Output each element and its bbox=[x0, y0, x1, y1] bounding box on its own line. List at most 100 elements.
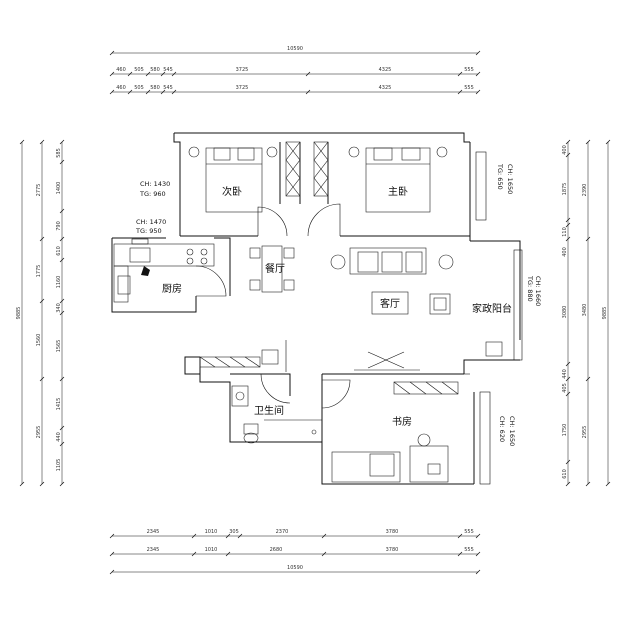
right-inner-9: 610 bbox=[562, 469, 568, 479]
note-tg650: TG: 650 bbox=[496, 163, 504, 190]
bottom2-dim-2: 1010 bbox=[205, 547, 218, 553]
sofa bbox=[349, 247, 427, 275]
top-dim-3: 580 bbox=[150, 67, 160, 73]
bottom2-dim-5: 555 bbox=[464, 547, 474, 553]
walls bbox=[111, 132, 523, 485]
bottom2-dim-3: 2680 bbox=[270, 547, 283, 553]
room-kitchen: 厨房 bbox=[162, 282, 182, 295]
top-dim-5: 3725 bbox=[236, 67, 249, 73]
right-inner-5: 3080 bbox=[562, 306, 568, 319]
left-inner-2: 1400 bbox=[56, 182, 62, 195]
right-inner-2: 1875 bbox=[562, 183, 568, 196]
left-dim-3: 1560 bbox=[36, 334, 42, 347]
master-bed-icon bbox=[365, 147, 431, 213]
left-total-dim: 9885 bbox=[16, 307, 22, 320]
top-dim-1: 460 bbox=[116, 67, 126, 73]
room-second-bedroom: 次卧 bbox=[222, 185, 242, 198]
living-room: 客厅 bbox=[330, 247, 454, 315]
note-tg950: TG: 950 bbox=[135, 227, 162, 235]
left-dim-4: 2955 bbox=[36, 426, 42, 439]
right-dim-1: 2390 bbox=[582, 184, 588, 197]
top2-dim-5: 3725 bbox=[236, 85, 249, 91]
room-master-bedroom: 主卧 bbox=[388, 185, 408, 198]
room-balcony: 家政阳台 bbox=[472, 302, 512, 315]
right-dimensions: 400 1875 110 400 3080 440 405 1750 610 2… bbox=[562, 139, 611, 487]
coffee-table bbox=[371, 291, 409, 315]
dining-table bbox=[261, 245, 283, 293]
top-dim-6: 4325 bbox=[379, 67, 392, 73]
left-inner-10: 1105 bbox=[56, 459, 62, 472]
kitchen-appliance-icon bbox=[141, 266, 150, 276]
bottom-dimensions: 2345 1010 305 2370 3780 555 2345 1010 26… bbox=[109, 529, 481, 575]
right-total-dim: 9885 bbox=[602, 307, 608, 320]
top-dim-7: 555 bbox=[464, 67, 474, 73]
armchair bbox=[429, 293, 451, 315]
right-dim-3: 2955 bbox=[582, 426, 588, 439]
right-inner-6: 440 bbox=[562, 369, 568, 379]
toilet-icon bbox=[243, 423, 259, 435]
dining-area: 餐厅 bbox=[249, 245, 295, 293]
note-ch1470: CH: 1470 bbox=[136, 218, 166, 226]
balcony: 家政阳台 bbox=[472, 302, 512, 357]
bottom-dim-6: 555 bbox=[464, 529, 474, 535]
top-total-dim: 10590 bbox=[287, 46, 303, 52]
top-dim-4: 545 bbox=[163, 67, 173, 73]
nightstand-icon bbox=[348, 146, 360, 158]
bottom-dim-1: 2345 bbox=[147, 529, 160, 535]
kitchen-counter bbox=[113, 243, 215, 267]
bottom2-dim-1: 2345 bbox=[147, 547, 160, 553]
bottom-dim-3: 305 bbox=[229, 529, 239, 535]
note-ch1660: CH: 1660 bbox=[534, 276, 542, 306]
second-bedroom: 次卧 bbox=[188, 146, 278, 213]
nightstand-icon bbox=[436, 146, 448, 158]
bottom2-dim-4: 3780 bbox=[386, 547, 399, 553]
right-dim-2: 3480 bbox=[582, 304, 588, 317]
right-inner-4: 400 bbox=[562, 247, 568, 257]
top2-dim-3: 580 bbox=[150, 85, 160, 91]
hall-cabinet bbox=[199, 340, 287, 372]
top-dimensions: 10590 460 505 580 545 3725 4325 555 bbox=[109, 46, 481, 95]
bottom-dim-5: 3780 bbox=[386, 529, 399, 535]
room-bathroom: 卫生间 bbox=[254, 404, 284, 417]
sink-icon bbox=[129, 247, 151, 263]
right-inner-3: 110 bbox=[562, 227, 568, 237]
side-table-icon bbox=[438, 254, 454, 270]
fridge-icon bbox=[117, 275, 131, 295]
side-table-icon bbox=[330, 254, 346, 270]
doors bbox=[195, 203, 470, 409]
note-ch1650: CH: 1650 bbox=[506, 164, 514, 194]
left-inner-6: 340 bbox=[56, 303, 62, 313]
bottom-dim-4: 2370 bbox=[276, 529, 289, 535]
room-study: 书房 bbox=[392, 415, 412, 428]
note-ch1650b: CH: 1650 bbox=[508, 416, 516, 446]
left-inner-9: 440 bbox=[56, 432, 62, 442]
bathroom: 卫生间 bbox=[231, 385, 322, 444]
second-bed-icon bbox=[205, 147, 263, 213]
height-notes: CH: 1430 TG: 960 CH: 1470 TG: 950 CH: 16… bbox=[135, 163, 542, 446]
desk-icon bbox=[409, 445, 449, 483]
chair-icon bbox=[417, 433, 431, 447]
left-dim-2: 1775 bbox=[36, 265, 42, 278]
room-living: 客厅 bbox=[380, 297, 400, 310]
nightstand-icon bbox=[188, 146, 200, 158]
wardrobe bbox=[285, 141, 329, 197]
master-bedroom: 主卧 bbox=[348, 146, 448, 213]
left-inner-4: 610 bbox=[56, 246, 62, 256]
top2-dim-6: 4325 bbox=[379, 85, 392, 91]
kitchen: 厨房 bbox=[113, 243, 215, 303]
nightstand-icon bbox=[266, 146, 278, 158]
note-tg880: TG: 880 bbox=[526, 275, 534, 302]
right-inner-8: 1750 bbox=[562, 424, 568, 437]
left-dim-1: 2775 bbox=[36, 184, 42, 197]
right-inner-7: 405 bbox=[562, 383, 568, 393]
right-inner-1: 400 bbox=[562, 145, 568, 155]
left-inner-5: 1160 bbox=[56, 276, 62, 289]
left-inner-1: 585 bbox=[56, 148, 62, 158]
left-inner-3: 790 bbox=[56, 221, 62, 231]
left-dimensions: 9885 2775 1775 1560 2955 585 1400 790 61… bbox=[16, 139, 65, 487]
daybed-icon bbox=[331, 451, 401, 483]
room-dining: 餐厅 bbox=[265, 262, 285, 275]
note-ch620: CH: 620 bbox=[498, 416, 506, 442]
note-ch1430: CH: 1430 bbox=[140, 180, 170, 188]
